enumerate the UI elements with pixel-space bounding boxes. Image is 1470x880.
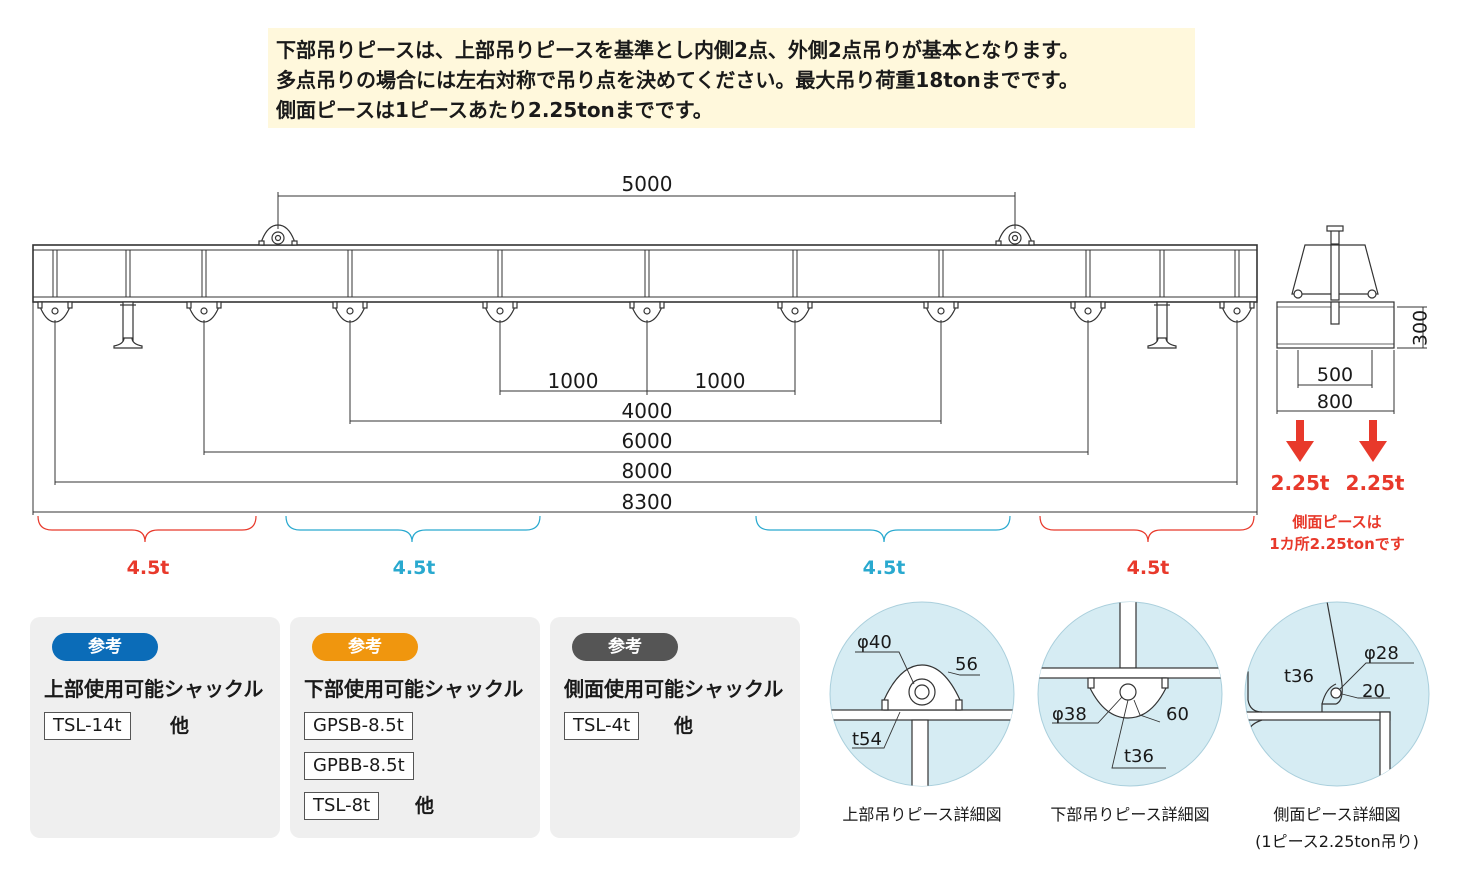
side-phi-label: φ28	[1364, 643, 1399, 664]
lower-lug	[332, 301, 368, 323]
lower-lifting-lugs	[37, 301, 1255, 323]
upper-thickness-label: t54	[852, 729, 882, 750]
dimension-lines	[32, 192, 1258, 515]
shackle-model: GPSB-8.5t	[304, 712, 413, 740]
side-i-piece	[113, 301, 143, 349]
dim-side-300: 300	[1410, 310, 1432, 346]
side-detail-caption-1: 側面ピース詳細図	[1273, 805, 1400, 824]
card-title: 側面使用可能シャックル	[564, 677, 784, 701]
upper-detail-caption: 上部吊りピース詳細図	[842, 805, 1001, 824]
side-thickness-label: t36	[1284, 666, 1314, 687]
note-line-1: 下部吊りピースは、上部吊りピースを基準とし内側2点、外側2点吊りが基本となります…	[276, 38, 1080, 62]
lower-lug	[37, 301, 73, 323]
dim-1000-left: 1000	[548, 369, 599, 393]
dim-8000: 8000	[622, 459, 673, 483]
lower-lug	[629, 301, 665, 323]
other-label: 他	[415, 795, 435, 817]
lower-lug	[186, 301, 222, 323]
lower-detail-caption: 下部吊りピース詳細図	[1050, 805, 1209, 824]
lower-lug	[1219, 301, 1255, 323]
load-left-outer: 4.5t	[127, 557, 170, 579]
upper-width-label: 56	[955, 654, 978, 675]
upper-lug	[995, 224, 1035, 246]
load-right-inner: 4.5t	[863, 557, 906, 579]
card-side-shackles: 参考 側面使用可能シャックル TSL-4t 他	[550, 617, 800, 838]
load-side-right: 2.25t	[1346, 471, 1405, 495]
lower-lug	[923, 301, 959, 323]
lower-lug	[482, 301, 518, 323]
side-detail-caption-2: (1ピース2.25ton吊り)	[1255, 832, 1419, 851]
note-box: 下部吊りピースは、上部吊りピースを基準とし内側2点、外側2点吊りが基本となります…	[268, 28, 1195, 128]
load-left-inner: 4.5t	[393, 557, 436, 579]
load-right-outer: 4.5t	[1127, 557, 1170, 579]
lower-thickness-label: t36	[1124, 746, 1154, 767]
lower-width-label: 60	[1166, 704, 1189, 725]
note-line-2: 多点吊りの場合には左右対称で吊り点を決めてください。最大吊り荷重18tonまでで…	[276, 68, 1079, 92]
dim-8300: 8300	[622, 490, 673, 514]
shackle-model: TSL-14t	[44, 712, 131, 740]
card-lower-shackles: 参考 下部使用可能シャックル GPSB-8.5t GPBB-8.5t TSL-8…	[290, 617, 540, 838]
side-note-line-2: 1カ所2.25tonです	[1269, 535, 1405, 553]
upper-lifting-lugs	[258, 224, 1035, 246]
shackle-model: TSL-4t	[564, 712, 640, 740]
upper-lug	[258, 224, 298, 246]
main-beam	[32, 244, 1258, 303]
note-line-3: 側面ピースは1ピースあたり2.25tonまでです。	[276, 98, 713, 122]
side-i-piece	[1147, 301, 1177, 349]
side-i-pieces	[113, 301, 1177, 349]
reference-badge: 参考	[312, 633, 418, 661]
side-view	[1276, 225, 1427, 414]
reference-badge: 参考	[52, 633, 158, 661]
load-side-left: 2.25t	[1271, 471, 1330, 495]
shackle-model: TSL-8t	[304, 792, 380, 820]
lower-phi-label: φ38	[1052, 704, 1087, 725]
lower-piece-detail: φ38 60 t36	[1037, 601, 1223, 787]
side-width-label: 20	[1362, 681, 1385, 702]
dim-side-500: 500	[1317, 364, 1353, 386]
upper-phi-label: φ40	[857, 632, 892, 653]
load-braces	[37, 515, 1255, 543]
card-title: 上部使用可能シャックル	[44, 677, 264, 701]
dim-1000-right: 1000	[695, 369, 746, 393]
side-note-line-1: 側面ピースは	[1291, 513, 1381, 531]
dim-6000: 6000	[622, 429, 673, 453]
shackle-model: GPBB-8.5t	[304, 752, 414, 780]
upper-piece-detail: φ40 56 t54	[829, 601, 1015, 787]
side-load-arrows	[1286, 420, 1387, 462]
dim-4000: 4000	[622, 399, 673, 423]
lower-lug	[1070, 301, 1106, 323]
other-label: 他	[170, 715, 190, 737]
side-piece-detail: t36 φ28 20	[1244, 601, 1430, 787]
lower-lug	[777, 301, 813, 323]
card-upper-shackles: 参考 上部使用可能シャックル TSL-14t 他	[30, 617, 280, 838]
dim-5000: 5000	[622, 172, 673, 196]
dim-side-800: 800	[1317, 391, 1353, 413]
card-title: 下部使用可能シャックル	[304, 677, 524, 701]
other-label: 他	[674, 715, 694, 737]
reference-badge: 参考	[572, 633, 678, 661]
